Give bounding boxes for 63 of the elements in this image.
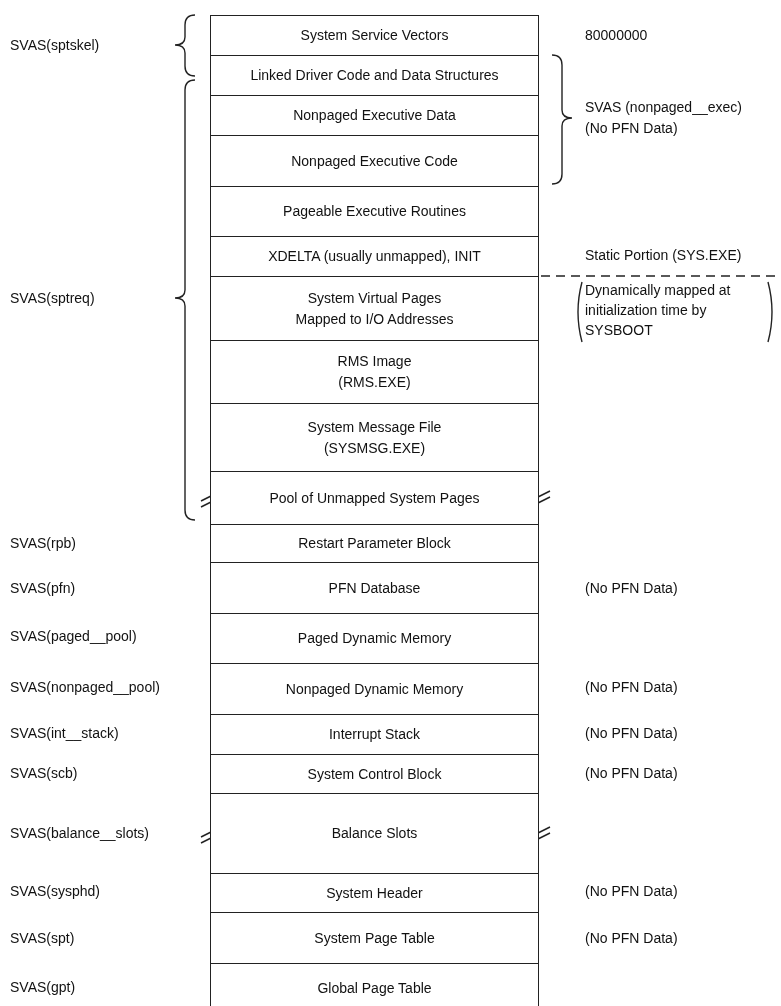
memory-region [210,793,539,874]
region-name: Global Page Table [317,978,432,998]
address-value: 80000000 [585,26,648,45]
memory-region [210,562,539,614]
region-name: Interrupt Stack [328,725,420,744]
note-text: (No PFN Data) [585,882,678,901]
memory-region [210,403,539,472]
address-label: SVAS(paged__pool) [10,627,137,646]
address-label: SVAS(rpb) [10,534,76,553]
region-name: System Page Table [314,928,435,948]
note-text: Static Portion (SYS.EXE) [585,246,742,265]
memory-region [210,15,539,56]
region-name: Balance Slots [331,824,418,843]
region-name: System Message File (SYSMSG.EXE) [306,417,443,458]
region-name: System Header [326,883,423,903]
note-text: (No PFN Data) [585,724,678,743]
region-name: Pool of Unmapped System Pages [269,488,480,508]
memory-region [210,963,539,1006]
address-label: SVAS(balance__slots) [10,824,150,843]
region-name: Nonpaged Executive Data [293,106,456,125]
memory-region [210,186,539,237]
memory-region [210,754,539,794]
memory-region [210,55,539,96]
region-name: RMS Image (RMS.EXE) [336,352,413,392]
memory-region [210,714,539,755]
address-label: SVAS(scb) [10,764,78,783]
memory-region [210,236,539,277]
address-label: SVAS(int__stack) [10,724,119,743]
memory-region [210,524,539,563]
address-label: SVAS (nonpaged__exec) [585,98,742,117]
address-label: SVAS(pfn) [10,579,76,598]
address-label: SVAS(nonpaged__pool) [10,678,160,697]
region-name: Pageable Executive Routines [283,202,466,221]
memory-region [210,471,539,525]
note-text: (No PFN Data) [585,764,678,783]
region-name: PFN Database [328,578,421,598]
note-text: (No PFN Data) [585,929,678,948]
memory-region [210,613,539,664]
memory-region [210,95,539,136]
address-label: SVAS(sysphd) [10,882,100,901]
memory-region [210,276,539,341]
address-label: SVAS(sptreq) [10,289,95,308]
region-name: Restart Parameter Block [298,534,451,553]
region-name: System Control Block [307,764,442,784]
region-name: Nonpaged Dynamic Memory [285,679,464,699]
region-name: Paged Dynamic Memory [297,629,452,648]
memory-region [210,340,539,404]
note-text: (No PFN Data) [585,579,678,598]
note-text: Dynamically mapped at initialization time by SYSBOOT [585,281,732,340]
memory-region [210,135,539,187]
note-text: (No PFN Data) [585,119,678,138]
region-name: System Service Vectors [300,26,449,45]
memory-region [210,912,539,964]
region-name: Linked Driver Code and Data Structures [250,66,499,85]
region-name: Nonpaged Executive Code [291,151,458,171]
address-label: SVAS(sptskel) [10,36,100,55]
memory-region [210,663,539,715]
region-name: XDELTA (usually unmapped), INIT [268,247,481,266]
note-text: (No PFN Data) [585,678,678,697]
memory-region [210,873,539,913]
address-label: SVAS(spt) [10,929,75,948]
address-label: SVAS(gpt) [10,978,76,997]
region-name: System Virtual Pages Mapped to I/O Addresses [294,288,455,329]
